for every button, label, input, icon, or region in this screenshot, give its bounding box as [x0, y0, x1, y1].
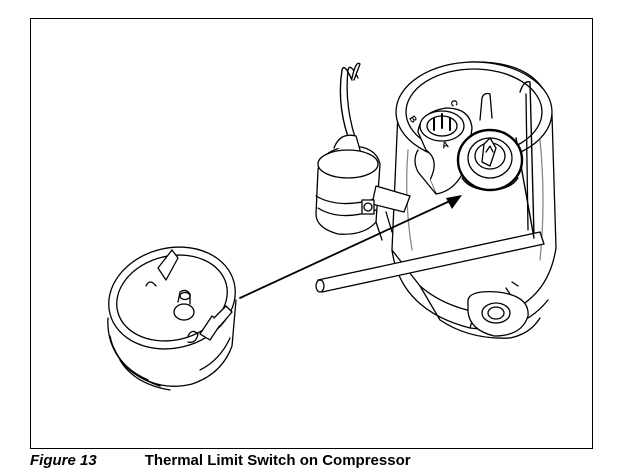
service-valve-pipe — [479, 92, 493, 121]
discharge-tube — [519, 81, 535, 237]
mounting-bracket — [361, 185, 411, 241]
thermal-limit-switch — [107, 246, 237, 391]
figure-caption: Figure 13 Thermal Limit Switch on Compres… — [30, 451, 593, 471]
figure-title: Thermal Limit Switch on Compressor — [144, 452, 411, 469]
terminal-label-c: C — [448, 99, 459, 108]
callout-arrow — [239, 195, 462, 299]
compressor-body — [391, 61, 557, 339]
terminal-block: B C A — [407, 99, 473, 195]
terminal-label-a: A — [441, 139, 450, 150]
figure-number: Figure 13 — [30, 452, 97, 469]
terminal-label-b: B — [407, 114, 419, 125]
switch-location-callout — [456, 128, 524, 192]
